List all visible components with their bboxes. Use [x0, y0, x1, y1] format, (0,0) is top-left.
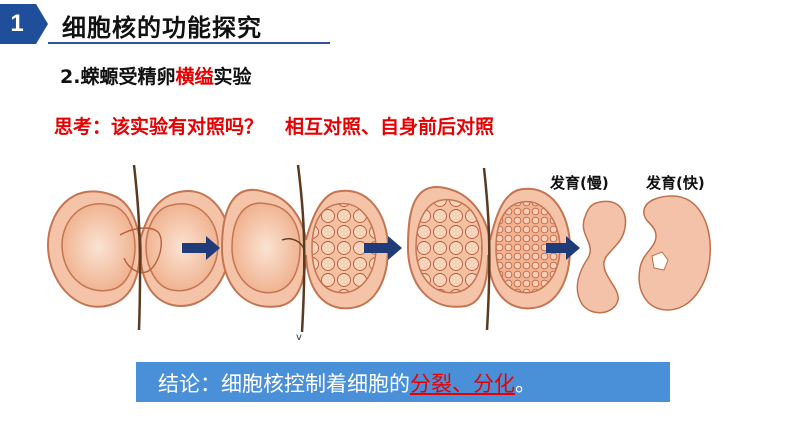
- arrow-icon: [364, 236, 402, 260]
- egg-stage-3: [406, 167, 572, 331]
- embryo-slow: [576, 200, 627, 314]
- label-slow-development: 发育(慢): [550, 174, 609, 192]
- question-text: 思考：该实验有对照吗？: [54, 116, 264, 138]
- section-number-badge: [0, 4, 48, 44]
- question-line: 思考：该实验有对照吗？ 相互对照、自身前后对照: [54, 112, 494, 139]
- badge-arrow-shape: [0, 4, 48, 44]
- embryo-fast: [638, 195, 711, 311]
- experiment-subtitle: 2.蝾螈受精卵横缢实验: [60, 62, 251, 89]
- conclusion-prefix: 结论：细胞核控制着细胞的: [158, 372, 410, 396]
- conclusion-text: 结论：细胞核控制着细胞的分裂、分化。: [158, 368, 536, 398]
- section-number: 1: [10, 10, 24, 37]
- conclusion-box: 结论：细胞核控制着细胞的分裂、分化。: [136, 362, 670, 402]
- subtitle-highlight: 横缢: [175, 66, 214, 88]
- page-title: 细胞核的功能探究: [62, 14, 262, 42]
- svg-text:v: v: [296, 332, 302, 343]
- question-answer: 相互对照、自身前后对照: [285, 116, 495, 138]
- egg-stage-2: v: [220, 164, 390, 343]
- subtitle-prefix: 2.蝾螈受精卵: [60, 66, 176, 88]
- subtitle-suffix: 实验: [213, 66, 252, 88]
- title-underline: [48, 42, 330, 44]
- conclusion-highlight: 分裂、分化: [410, 372, 515, 396]
- egg-stage-1: [46, 164, 232, 331]
- arrow-icon: [182, 236, 220, 260]
- label-fast-development: 发育(快): [646, 174, 705, 192]
- conclusion-suffix: 。: [515, 372, 536, 396]
- arrow-icon: [546, 236, 580, 260]
